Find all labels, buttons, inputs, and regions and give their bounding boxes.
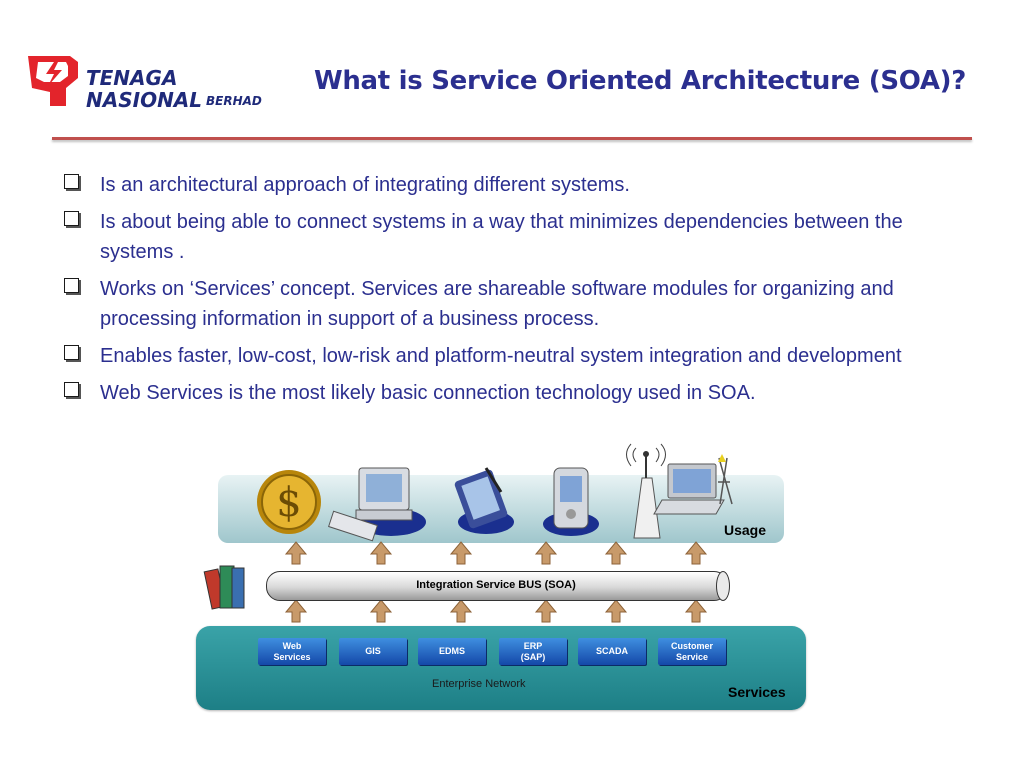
enterprise-network-label: Enterprise Network [432,678,526,690]
bus-end-cap [716,571,730,601]
bullet-text: Works on ‘Services’ concept. Services ar… [100,278,894,330]
logo-word-berhad: BERHAD [206,94,262,108]
up-arrow-icon [449,599,473,623]
dollar-coin-icon: $ [257,470,321,534]
svg-text:$: $ [276,480,301,526]
service-scada: SCADA [578,638,646,665]
checkbox-bullet-icon [64,211,79,226]
service-gis: GIS [339,638,407,665]
up-arrow-icon [684,541,708,565]
logo-emblem-icon [28,56,78,106]
logo-word-nasional: NASIONAL [86,88,203,112]
up-arrow-icon [369,541,393,565]
checkbox-bullet-icon [64,278,79,293]
up-arrow-icon [284,599,308,623]
tablet-pen-icon [454,467,514,534]
checkbox-bullet-icon [64,382,79,397]
laptop-icon [653,454,733,515]
soa-diagram: Usage $ [196,442,808,712]
company-logo: TENAGA NASIONAL BERHAD [22,48,272,116]
checkbox-bullet-icon [64,345,79,360]
up-arrow-icon [604,541,628,565]
desktop-computer-icon [328,467,426,542]
up-arrow-icon [684,599,708,623]
bullet-text: Enables faster, low-cost, low-risk and p… [100,345,902,367]
up-arrow-icon [604,599,628,623]
pda-icon [543,467,599,536]
arrow-layer [203,541,708,623]
service-edms: EDMS [418,638,486,665]
books-icon [203,565,245,610]
slide-title: What is Service Oriented Architecture (S… [313,66,967,96]
up-arrow-icon [369,599,393,623]
up-arrow-icon [534,599,558,623]
up-arrow-icon [449,541,473,565]
bullet-text: Is about being able to connect systems i… [100,211,903,263]
bullet-text: Web Services is the most likely basic co… [100,382,756,404]
bullet-item: Is an architectural approach of integrat… [62,170,942,200]
bus-label: Integration Service BUS (SOA) [416,579,576,591]
bullet-item: Web Services is the most likely basic co… [62,378,942,408]
up-arrow-icon [534,541,558,565]
service-erp: ERP(SAP) [499,638,567,665]
bullet-text: Is an architectural approach of integrat… [100,174,630,196]
bullet-list: Is an architectural approach of integrat… [62,170,942,415]
usage-icons: $ [257,443,733,542]
up-arrow-icon [284,541,308,565]
bullet-item: Enables faster, low-cost, low-risk and p… [62,341,942,371]
logo-word-tenaga: TENAGA [86,66,178,90]
bullet-item: Works on ‘Services’ concept. Services ar… [62,274,942,334]
bullet-item: Is about being able to connect systems i… [62,207,942,267]
wireless-tower-icon [626,443,666,539]
checkbox-bullet-icon [64,174,79,189]
usage-label: Usage [724,522,767,538]
title-divider [52,137,972,140]
integration-service-bus [266,571,728,601]
services-label: Services [728,684,786,700]
